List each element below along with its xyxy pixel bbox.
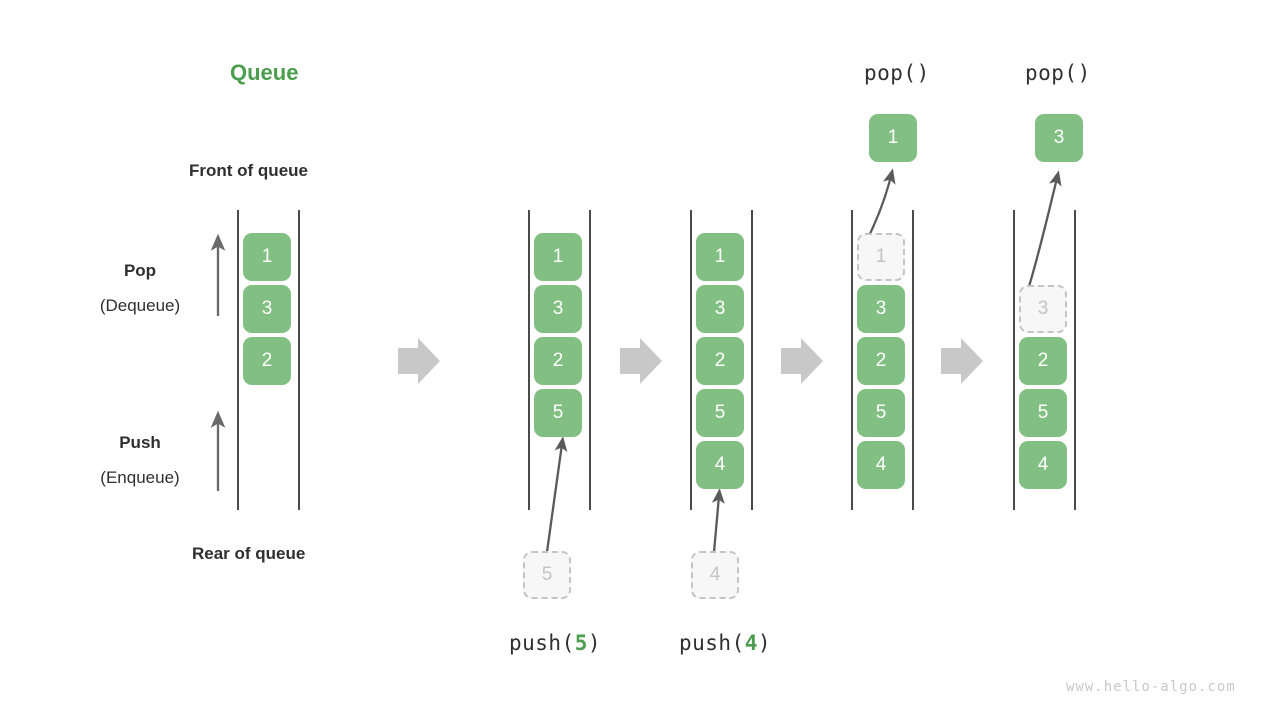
removed-cell: 1 — [857, 233, 905, 281]
queue-cell: 2 — [1019, 337, 1067, 385]
queue-cell: 3 — [696, 285, 744, 333]
queue-cell: 5 — [857, 389, 905, 437]
queue-cell: 5 — [1019, 389, 1067, 437]
queue-cell: 2 — [857, 337, 905, 385]
popped-cell: 1 — [869, 114, 917, 162]
pop-3-arrow — [1025, 170, 1062, 294]
step-arrow-4 — [941, 338, 983, 384]
push-4-suffix: ) — [757, 631, 772, 655]
rail-left-col1 — [528, 210, 530, 510]
queue-cell: 3 — [534, 285, 582, 333]
rail-left-col3 — [851, 210, 853, 510]
queue-cell: 5 — [696, 389, 744, 437]
pop-1-op-label: pop() — [864, 61, 930, 85]
queue-cell: 4 — [857, 441, 905, 489]
push-4-arg: 4 — [744, 631, 758, 655]
watermark: www.hello-algo.com — [1066, 679, 1236, 695]
queue-cell: 2 — [243, 337, 291, 385]
push-label: Push — [119, 433, 161, 452]
incoming-cell: 5 — [523, 551, 571, 599]
rail-left-col4 — [1013, 210, 1015, 510]
push-5-prefix: push( — [509, 631, 575, 655]
removed-cell: 3 — [1019, 285, 1067, 333]
queue-cell: 4 — [696, 441, 744, 489]
rail-right-col2 — [751, 210, 753, 510]
queue-cell: 2 — [696, 337, 744, 385]
queue-cell: 3 — [857, 285, 905, 333]
incoming-cell: 4 — [691, 551, 739, 599]
enqueue-label: (Enqueue) — [100, 468, 180, 487]
pop-2-op-label: pop() — [1025, 61, 1091, 85]
push-5-arg: 5 — [574, 631, 588, 655]
push-5-arrow — [545, 436, 568, 553]
step-arrow-1 — [398, 338, 440, 384]
push-4-prefix: push( — [679, 631, 745, 655]
rail-right-col4 — [1074, 210, 1076, 510]
queue-cell: 3 — [243, 285, 291, 333]
rail-right-col1 — [589, 210, 591, 510]
page-title: Queue — [230, 60, 299, 85]
popped-cell: 3 — [1035, 114, 1083, 162]
front-of-queue-label: Front of queue — [189, 161, 308, 180]
push-4-op-label: push(4) — [679, 631, 771, 655]
push-5-op-label: push(5) — [509, 631, 601, 655]
dequeue-label: (Dequeue) — [99, 296, 181, 315]
push-5-suffix: ) — [587, 631, 602, 655]
queue-cell: 5 — [534, 389, 582, 437]
rear-of-queue-label: Rear of queue — [192, 544, 306, 563]
rail-left-col2 — [690, 210, 692, 510]
queue-cell: 2 — [534, 337, 582, 385]
rail-left-col0 — [237, 210, 239, 510]
step-arrow-2 — [620, 338, 662, 384]
rail-right-col0 — [298, 210, 300, 510]
queue-cell: 1 — [534, 233, 582, 281]
queue-cell: 4 — [1019, 441, 1067, 489]
queue-cell: 1 — [696, 233, 744, 281]
push-4-arrow — [711, 488, 725, 553]
step-arrow-3 — [781, 338, 823, 384]
pop-label: Pop — [123, 261, 157, 280]
queue-cell: 1 — [243, 233, 291, 281]
rail-right-col3 — [912, 210, 914, 510]
